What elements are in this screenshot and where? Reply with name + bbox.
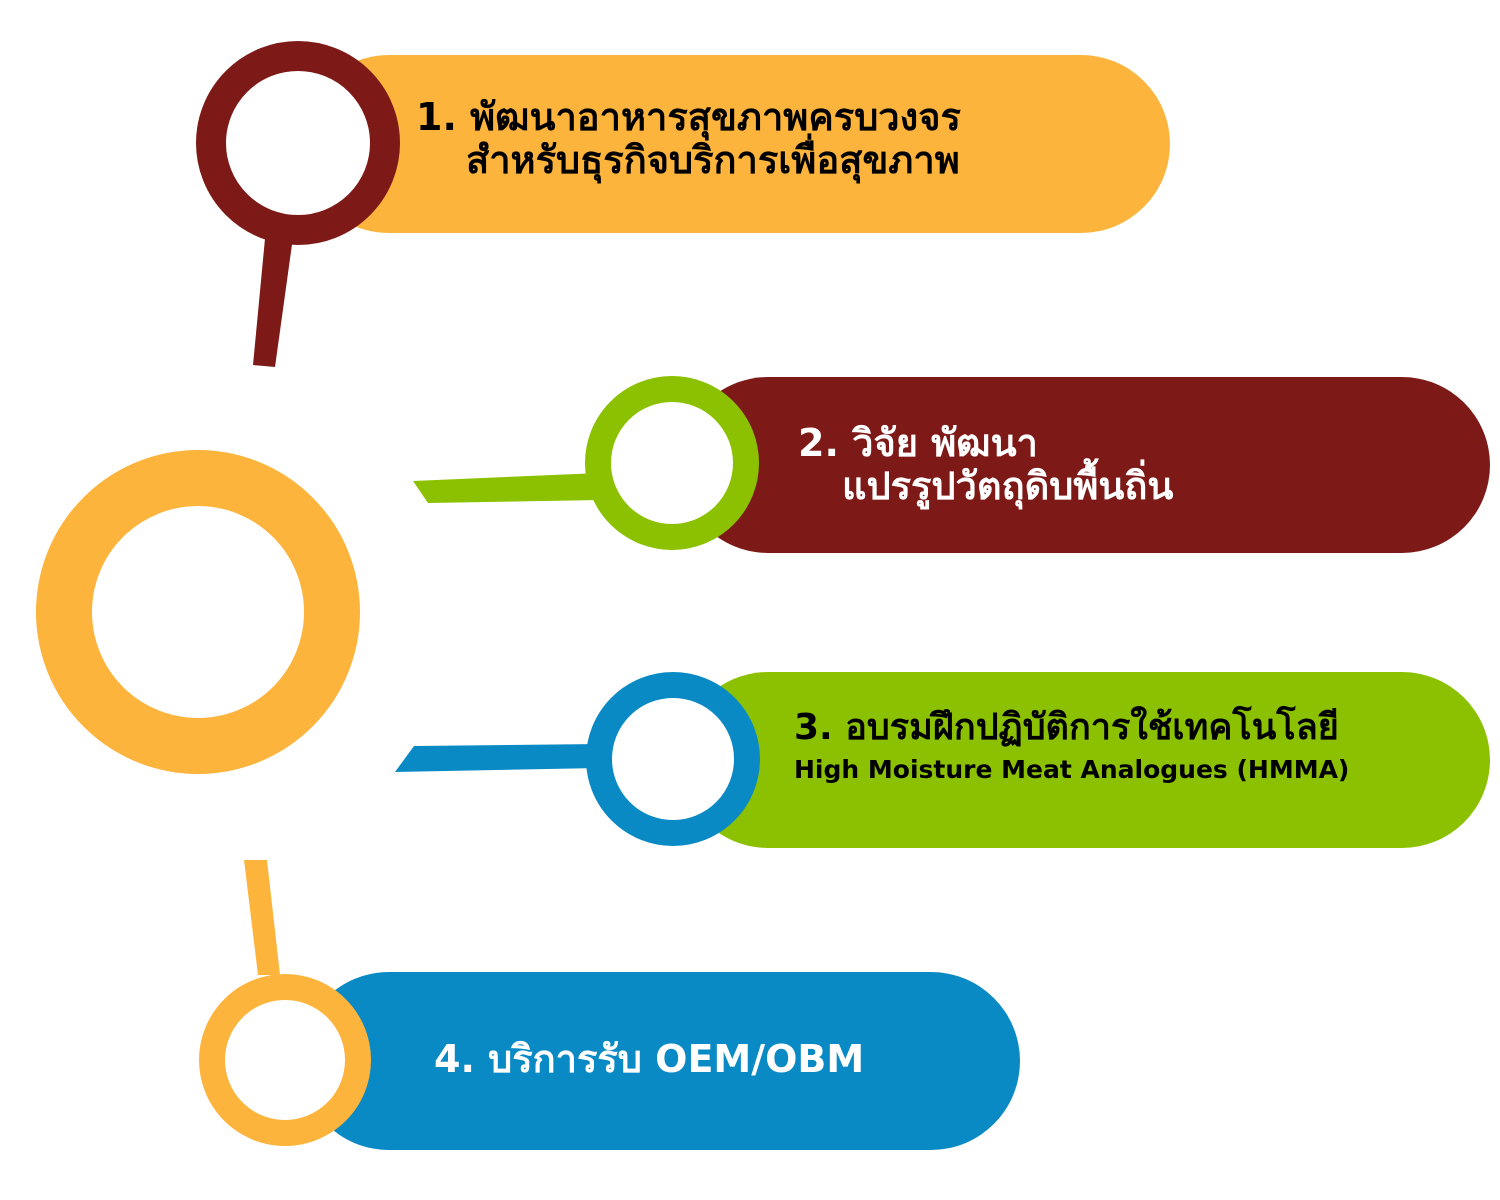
item-1-line-2: สำหรับธุรกิจบริการเพื่อสุขภาพ <box>466 137 960 182</box>
item-3-label: 3. อบรมฝึกปฏิบัติการใช้เทคโนโลยี High Mo… <box>794 707 1350 785</box>
hub-ring <box>36 450 360 774</box>
item-2-line-2: แปรรูปวัตถุดิบพื้นถิ่น <box>842 463 1174 508</box>
connector-2 <box>413 473 600 503</box>
item-1-label: 1. พัฒนาอาหารสุขภาพครบวงจร สำหรับธุรกิจบ… <box>416 96 961 181</box>
item-2-line-1: 2. วิจัย พัฒนา <box>798 421 1038 465</box>
connector-4 <box>244 860 280 975</box>
item-3-line-2: High Moisture Meat Analogues (HMMA) <box>794 755 1350 785</box>
item-4-label: 4. บริการรับ OEM/OBM <box>434 1038 864 1081</box>
item-1-line-1: 1. พัฒนาอาหารสุขภาพครบวงจร <box>416 95 961 139</box>
item-2-ring <box>585 376 759 550</box>
item-4-ring <box>199 974 371 1146</box>
item-4-bar <box>300 972 1020 1150</box>
item-1-bar <box>300 55 1170 233</box>
item-3-bar <box>680 672 1490 848</box>
connector-3 <box>395 744 600 772</box>
item-2-label: 2. วิจัย พัฒนา แปรรูปวัตถุดิบพื้นถิ่น <box>798 422 1173 507</box>
item-3-ring <box>586 672 760 846</box>
item-2-bar <box>680 377 1490 553</box>
connector-1 <box>253 228 294 367</box>
item-3-line-1: 3. อบรมฝึกปฏิบัติการใช้เทคโนโลยี <box>794 707 1339 748</box>
item-4-line-1: 4. บริการรับ OEM/OBM <box>434 1037 865 1081</box>
item-1-ring <box>196 41 400 245</box>
